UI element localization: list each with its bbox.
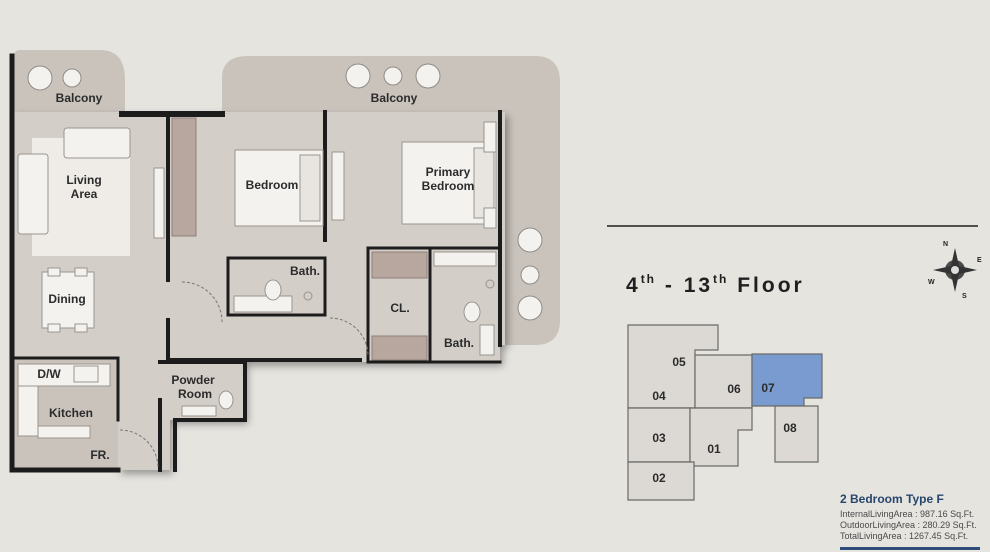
- compass-w: W: [928, 279, 935, 286]
- bedroom-bed: [234, 149, 345, 227]
- unit-06: 06: [727, 382, 741, 396]
- walls: [9, 53, 502, 473]
- balcony-chairs: [27, 63, 543, 321]
- compass-s: S: [962, 293, 967, 300]
- compass-n: N: [943, 241, 948, 248]
- unit-04: 04: [652, 389, 666, 403]
- unit-type: 2 Bedroom Type F: [840, 492, 944, 506]
- bath-right-fixtures: [433, 251, 497, 356]
- unit-08: 08: [783, 421, 797, 435]
- label-powder-line2: Room: [178, 387, 212, 401]
- unit-03: 03: [652, 431, 666, 445]
- closet-top-shelf: [371, 251, 428, 279]
- living-furniture: [17, 127, 165, 256]
- compass-e: E: [977, 257, 982, 264]
- floor-end-suffix: th: [713, 272, 729, 286]
- label-living-line2: Area: [71, 187, 98, 201]
- outdoor-area: OutdoorLivingArea : 280.29 Sq.Ft.: [840, 520, 977, 530]
- floor-start-suffix: th: [640, 272, 657, 286]
- label-bath-right: Bath.: [444, 336, 474, 350]
- closet-bottom-shelf: [371, 335, 428, 361]
- label-powder-line1: Powder: [171, 373, 215, 387]
- label-closet: CL.: [390, 301, 409, 315]
- dining-table: [41, 267, 95, 333]
- apartment-floor: [14, 112, 505, 470]
- label-living-line1: Living: [66, 173, 101, 187]
- room-labels: Balcony Balcony Living Area Bedroom Prim…: [37, 91, 474, 462]
- unit-02: 02: [652, 471, 666, 485]
- key-plan: [627, 324, 823, 501]
- unit-07-highlight: [751, 353, 823, 407]
- label-bath-left: Bath.: [290, 264, 320, 278]
- label-balcony-left: Balcony: [56, 91, 103, 105]
- primary-bed: [401, 121, 497, 229]
- door-swings: [119, 281, 369, 469]
- floor-start: 4: [626, 274, 641, 297]
- internal-area: InternalLivingArea : 987.16 Sq.Ft.: [840, 509, 975, 519]
- compass-rose: N E S W: [928, 241, 982, 300]
- unit-info: 2 Bedroom Type F InternalLivingArea : 98…: [840, 492, 977, 542]
- label-primary-line1: Primary: [426, 165, 471, 179]
- bath-left-fixtures: [233, 279, 313, 313]
- label-primary-line2: Bedroom: [422, 179, 475, 193]
- label-balcony-right: Balcony: [371, 91, 418, 105]
- unit-07: 07: [761, 381, 775, 395]
- powder-fixtures: [181, 390, 234, 417]
- floor-separator: -: [656, 274, 684, 297]
- label-kitchen: Kitchen: [49, 406, 93, 420]
- label-bedroom: Bedroom: [246, 178, 299, 192]
- label-dining: Dining: [48, 292, 85, 306]
- unit-01: 01: [707, 442, 721, 456]
- key-plan-labels: 05 04 06 07 03 01 08 02: [652, 355, 797, 485]
- total-area: TotalLivingArea : 1267.45 Sq.Ft.: [840, 531, 969, 541]
- floor-range-title: 4th - 13th Floor: [626, 272, 805, 298]
- label-dw: D/W: [37, 367, 61, 381]
- floor-word: Floor: [728, 274, 805, 297]
- wardrobe-left: [171, 117, 197, 237]
- label-fridge: FR.: [90, 448, 109, 462]
- floor-end: 13: [683, 274, 714, 297]
- kitchen-counters: [17, 363, 111, 439]
- info-underline: [840, 547, 980, 550]
- unit-05: 05: [672, 355, 686, 369]
